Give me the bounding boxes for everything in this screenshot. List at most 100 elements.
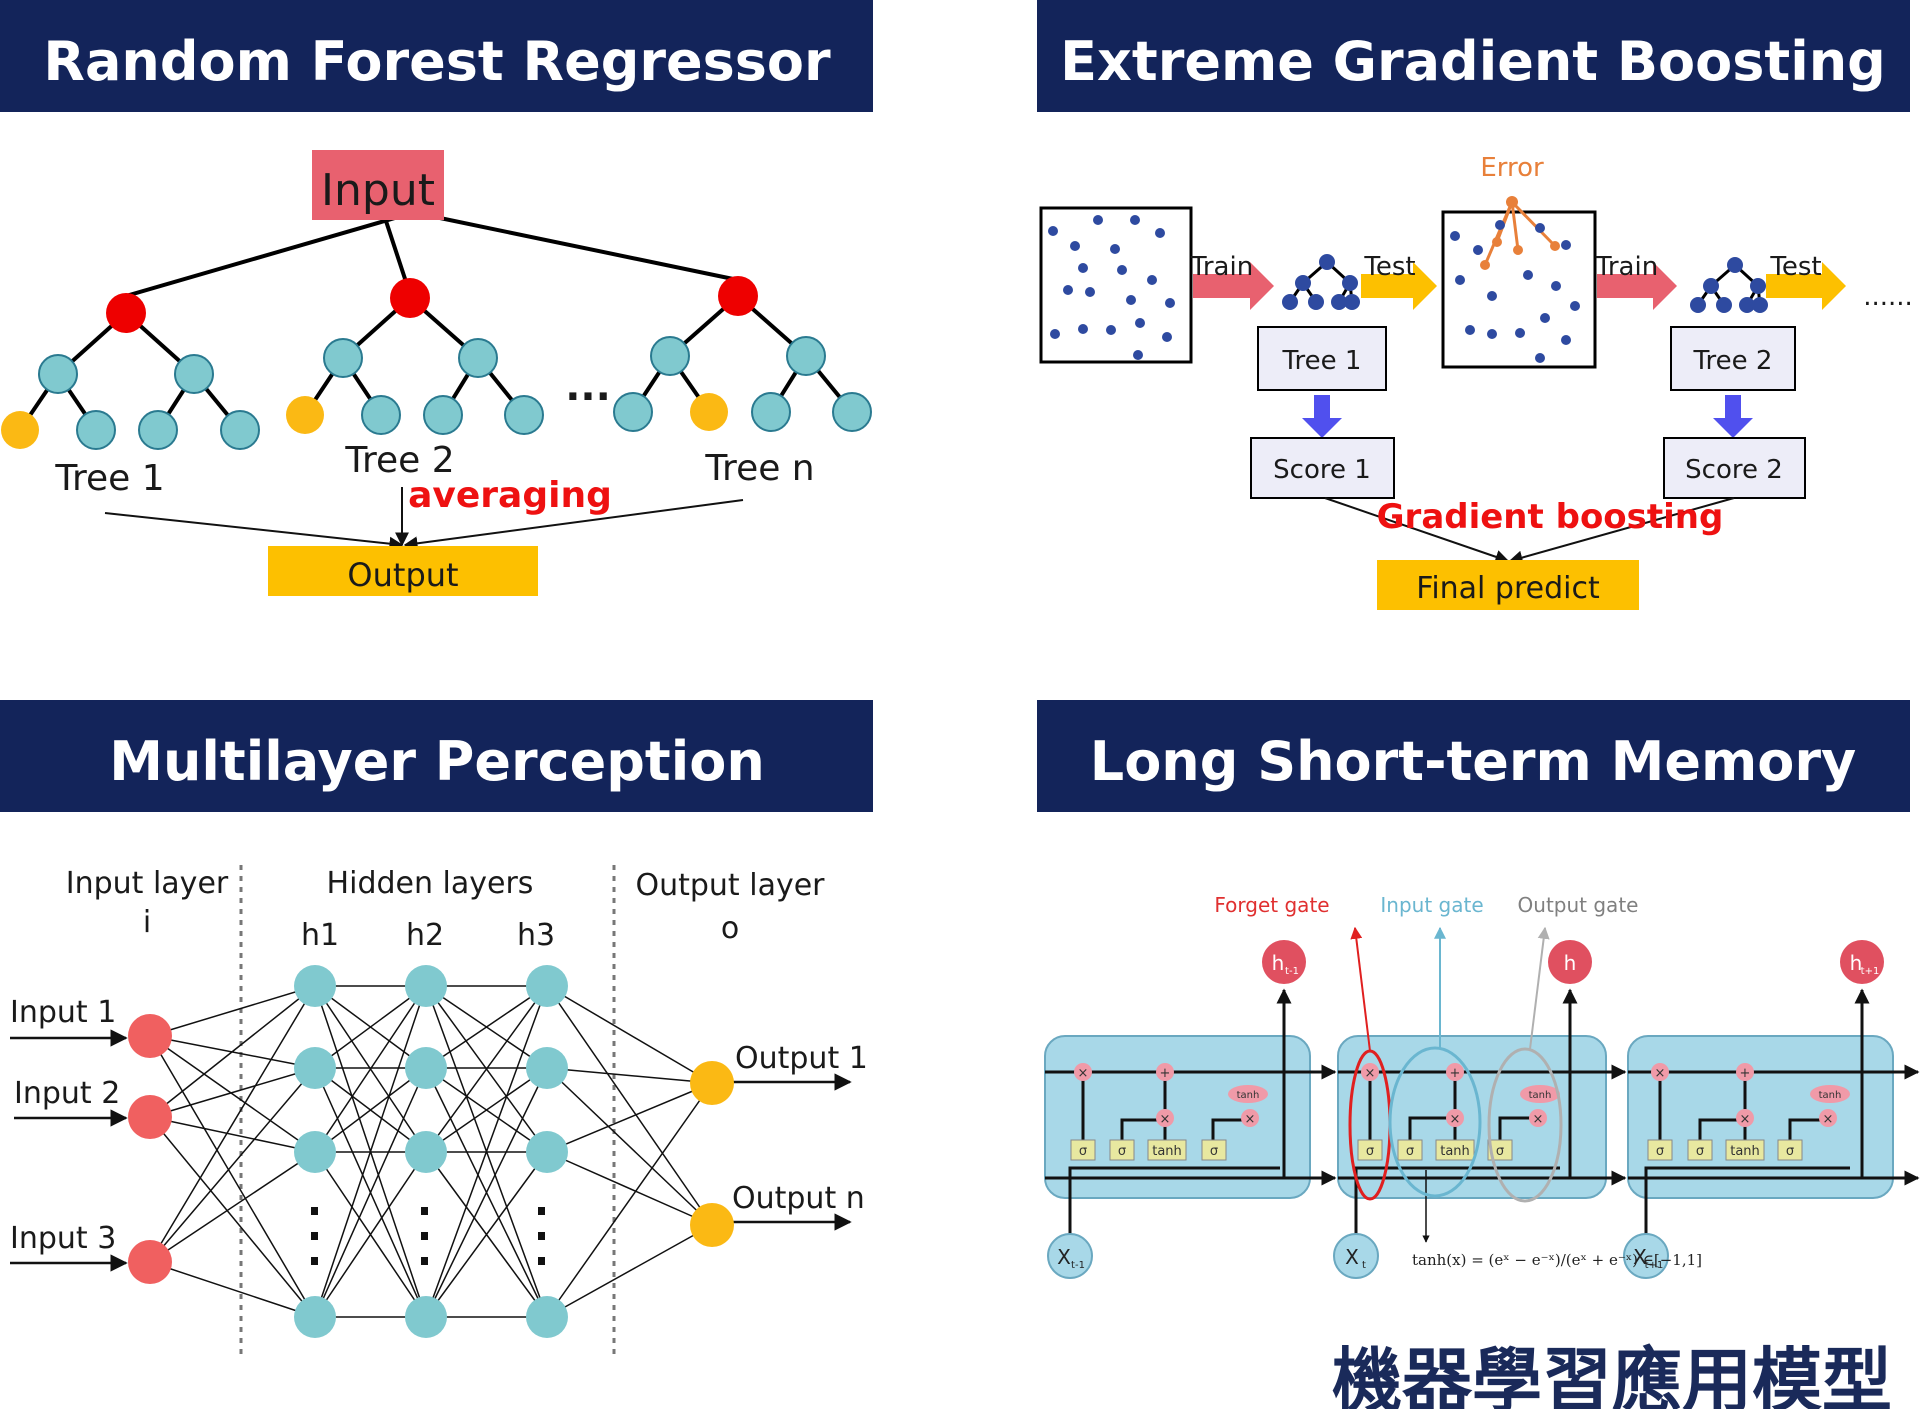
- title-lstm: Long Short-term Memory: [1090, 730, 1856, 793]
- gradient-boosting-label: Gradient boosting: [1377, 497, 1724, 537]
- output-neuron-2: [690, 1203, 734, 1247]
- tree-n-label: Tree n: [704, 448, 814, 489]
- error-label: Error: [1480, 153, 1544, 183]
- input-2-label: Input 2: [14, 1076, 120, 1111]
- xgb-tree2-box: [1670, 326, 1796, 391]
- rf-tree1-root: [106, 293, 146, 333]
- tanh-prev: tanh: [1152, 1144, 1182, 1159]
- test-label-2: Test: [1769, 252, 1821, 282]
- input-box: [312, 150, 444, 220]
- x-prev-node: [1047, 1233, 1093, 1279]
- input-neuron-1: [128, 1014, 172, 1058]
- header-xgboost: Extreme Gradient Boosting: [1037, 0, 1910, 112]
- xgb-tree-icon-2: [1690, 257, 1768, 313]
- h3-neuron-3: [526, 1131, 568, 1173]
- h-next-sub: t+1: [1861, 966, 1880, 977]
- x-next-node: [1623, 1233, 1669, 1279]
- op-plus-1: +: [1160, 1066, 1171, 1081]
- h-next-label: h: [1850, 951, 1863, 975]
- test-arrow-2: [1766, 262, 1846, 310]
- x-prev-label: X: [1057, 1245, 1071, 1269]
- footer-title: 機器學習應用模型: [1332, 1340, 1892, 1409]
- lstm-cell-next: [1627, 1035, 1894, 1199]
- train-label-2: Train: [1595, 252, 1658, 282]
- h1-neuron-2: [294, 1047, 336, 1089]
- op-tanh-2: tanh: [1529, 1090, 1552, 1101]
- test-arrow-1: [1361, 262, 1437, 310]
- mlp-neurons: [128, 965, 734, 1338]
- xgb-tree2-label: Tree 2: [1693, 346, 1773, 376]
- h3-neuron-4: [526, 1296, 568, 1338]
- train-arrow-2: [1597, 262, 1677, 310]
- output-layer-symbol: o: [721, 911, 739, 946]
- xgb-tree1-box: [1257, 326, 1387, 391]
- h2-neuron-1: [405, 965, 447, 1007]
- tanh-cur: tanh: [1440, 1144, 1470, 1159]
- output-layer-label: Output layer: [635, 868, 825, 903]
- sigma-next-3: σ: [1786, 1144, 1794, 1159]
- mlp-ellipsis: [311, 1207, 545, 1265]
- xgb-tree1-label: Tree 1: [1282, 346, 1362, 376]
- sigma-prev-3: σ: [1210, 1144, 1218, 1159]
- sigma-next-1: σ: [1656, 1144, 1664, 1159]
- header-lstm: Long Short-term Memory: [1037, 700, 1910, 812]
- h3-neuron-1: [526, 965, 568, 1007]
- op-times-4: ×: [1365, 1066, 1376, 1081]
- input-layer-symbol: i: [143, 905, 151, 940]
- h2-neuron-4: [405, 1296, 447, 1338]
- xgb-score1-label: Score 1: [1273, 455, 1371, 485]
- tanh-formula: tanh(x) = (eˣ − e⁻ˣ)/(eˣ + e⁻ˣ) ∈[−1,1]: [1412, 1251, 1702, 1269]
- sigma-cur-1: σ: [1366, 1144, 1374, 1159]
- lstm-diagram: Forget gate Input gate Output gate: [1044, 893, 1920, 1279]
- xgboost-diagram: Train Test Tree 1 Score 1: [1039, 153, 1913, 610]
- output-1-label: Output 1: [735, 1041, 868, 1076]
- down-arrow-2: [1713, 395, 1753, 438]
- op-times-3: ×: [1245, 1112, 1256, 1127]
- h-cur-label: h: [1564, 951, 1577, 975]
- h-cur-node: [1548, 940, 1592, 984]
- final-predict-label: Final predict: [1416, 571, 1600, 606]
- rf-ellipsis: ...: [565, 364, 611, 410]
- sigma-prev-1: σ: [1079, 1144, 1087, 1159]
- input-3-label: Input 3: [10, 1221, 116, 1256]
- xgb-score1-box: [1250, 437, 1395, 499]
- x-cur-label: X: [1345, 1245, 1359, 1269]
- op-times-8: ×: [1740, 1112, 1751, 1127]
- lstm-pointwise-ops: [1074, 1063, 1850, 1127]
- input-gate-label: Input gate: [1380, 893, 1483, 917]
- x-prev-sub: t-1: [1071, 1260, 1085, 1271]
- h2-neuron-2: [405, 1047, 447, 1089]
- tanh-next: tanh: [1730, 1144, 1760, 1159]
- title-random-forest: Random Forest Regressor: [43, 30, 831, 93]
- op-times-1: ×: [1078, 1066, 1089, 1081]
- op-plus-2: +: [1450, 1066, 1461, 1081]
- forget-gate-label: Forget gate: [1214, 893, 1329, 917]
- h1-neuron-3: [294, 1131, 336, 1173]
- mlp-diagram: Input layer i Hidden layers h1 h2 h3 Out…: [10, 865, 868, 1355]
- title-mlp: Multilayer Perception: [109, 730, 765, 793]
- op-tanh-1: tanh: [1237, 1090, 1260, 1101]
- lstm-cell-prev: [1044, 1035, 1311, 1199]
- xgb-tree-icon-1: [1282, 254, 1360, 310]
- sigma-cur-2: σ: [1406, 1144, 1414, 1159]
- h1-label: h1: [301, 918, 339, 953]
- xgb-data-points-1: [1048, 215, 1175, 360]
- h1-neuron-4: [294, 1296, 336, 1338]
- h1-neuron-1: [294, 965, 336, 1007]
- sigma-next-2: σ: [1696, 1144, 1704, 1159]
- h-prev-node: [1262, 940, 1306, 984]
- x-next-sub: t+1: [1645, 1260, 1664, 1271]
- input-1-label: Input 1: [10, 995, 116, 1030]
- op-times-5: ×: [1450, 1112, 1461, 1127]
- h3-label: h3: [517, 918, 555, 953]
- tree-2-label: Tree 2: [344, 440, 454, 481]
- output-box: [268, 546, 538, 596]
- h3-neuron-2: [526, 1047, 568, 1089]
- averaging-label: averaging: [408, 475, 612, 516]
- op-plus-3: +: [1740, 1066, 1751, 1081]
- input-layer-label: Input layer: [66, 866, 229, 901]
- input-neuron-2: [128, 1095, 172, 1139]
- header-mlp: Multilayer Perception: [0, 700, 873, 812]
- down-arrow-1: [1302, 395, 1342, 438]
- op-times-7: ×: [1655, 1066, 1666, 1081]
